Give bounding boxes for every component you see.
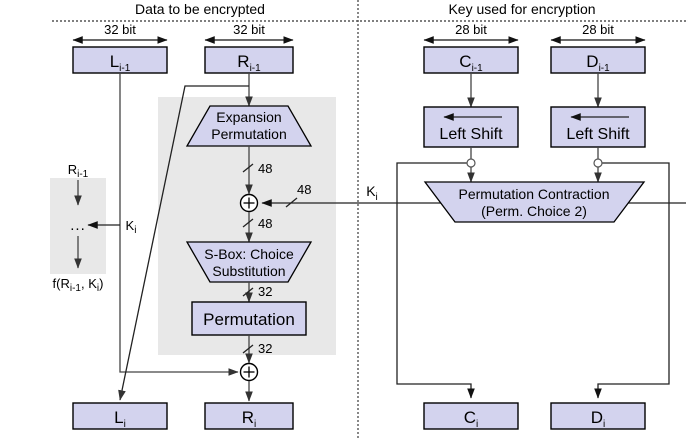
width-sbox-out: 32 bbox=[258, 284, 272, 299]
tick-key-in bbox=[285, 197, 298, 208]
wire-shift2-bypass-to-d-next bbox=[594, 162, 670, 399]
block-left-shift-2[interactable] bbox=[550, 106, 646, 148]
label-d-prev: Di-1 bbox=[586, 52, 610, 74]
junction-shift1 bbox=[466, 158, 476, 168]
width-xor-out: 48 bbox=[258, 216, 272, 231]
label-subkey: Ki bbox=[366, 183, 378, 203]
width-expansion-out: 48 bbox=[258, 161, 272, 176]
label-l-next: Li bbox=[114, 408, 126, 430]
bit-label-d-prev: 28 bit bbox=[582, 22, 614, 37]
legend-input-label: Ri-1 bbox=[68, 162, 89, 180]
label-permutation: Permutation bbox=[203, 310, 295, 329]
label-l-prev: Li-1 bbox=[110, 52, 131, 74]
block-left-shift-1[interactable] bbox=[423, 106, 519, 148]
tick-xor-out bbox=[242, 218, 254, 228]
tick-expansion-out bbox=[242, 163, 254, 173]
width-key-in: 48 bbox=[297, 182, 311, 197]
bit-label-r-prev: 32 bit bbox=[233, 22, 265, 37]
block-expansion-permutation[interactable] bbox=[185, 105, 313, 147]
block-permutation-contraction[interactable] bbox=[423, 181, 646, 223]
label-d-next: Di bbox=[591, 408, 606, 430]
box-d-next[interactable] bbox=[550, 402, 646, 430]
box-l-prev[interactable] bbox=[72, 46, 168, 74]
tick-perm-out bbox=[242, 344, 254, 354]
legend-key-label: Ki bbox=[126, 218, 137, 236]
header-right: Key used for encryption bbox=[448, 1, 595, 17]
label-sbox-line2: Substitution bbox=[212, 263, 285, 279]
label-left-shift-1: Left Shift bbox=[439, 126, 503, 143]
legend-dots: ... bbox=[70, 217, 86, 234]
block-permutation[interactable] bbox=[191, 301, 307, 336]
label-c-next: Ci bbox=[464, 408, 479, 430]
header-left: Data to be encrypted bbox=[135, 1, 265, 17]
label-r-next: Ri bbox=[242, 408, 257, 430]
label-expansion-line2: Permutation bbox=[211, 126, 286, 142]
label-left-shift-2: Left Shift bbox=[566, 126, 630, 143]
label-r-prev: Ri-1 bbox=[237, 52, 261, 74]
wire-shift1-bypass-to-c-next bbox=[396, 162, 475, 399]
box-c-next[interactable] bbox=[423, 402, 519, 430]
box-l-next[interactable] bbox=[72, 402, 168, 430]
wire-l-prev-to-xor bbox=[119, 73, 239, 376]
box-c-prev[interactable] bbox=[423, 46, 519, 74]
tick-sbox-out bbox=[242, 287, 254, 297]
junction-shift2 bbox=[593, 158, 603, 168]
bit-label-c-prev: 28 bit bbox=[455, 22, 487, 37]
label-expansion-line1: Expansion bbox=[216, 109, 281, 125]
bit-label-l-prev: 32 bit bbox=[104, 22, 136, 37]
label-sbox-line1: S-Box: Choice bbox=[204, 246, 294, 262]
wire-r-prev-to-l-next bbox=[118, 85, 249, 401]
width-perm-out: 32 bbox=[258, 341, 272, 356]
label-contraction-line1: Permutation Contraction bbox=[459, 186, 610, 202]
label-contraction-line2: (Perm. Choice 2) bbox=[481, 203, 587, 219]
box-r-next[interactable] bbox=[204, 402, 294, 430]
box-r-prev[interactable] bbox=[204, 46, 294, 74]
label-c-prev: Ci-1 bbox=[459, 52, 483, 74]
legend-output-label: f(Ri-1, Ki) bbox=[53, 276, 104, 294]
block-sbox[interactable] bbox=[185, 241, 313, 283]
